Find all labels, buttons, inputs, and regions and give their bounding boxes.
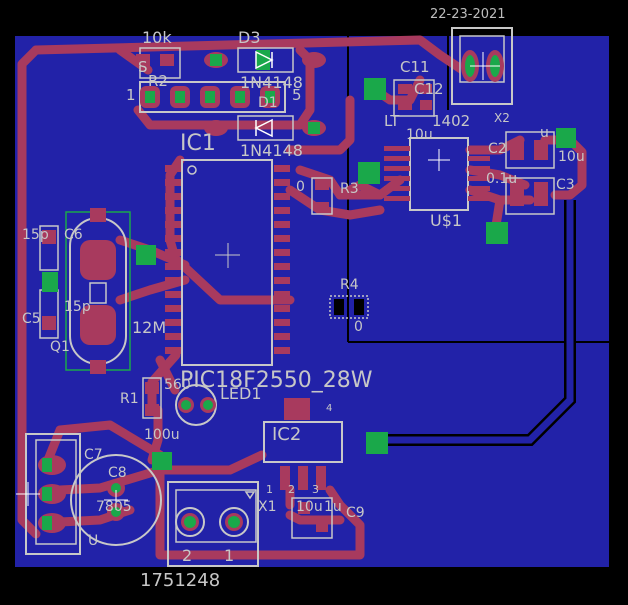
right-trace-inner <box>378 200 574 444</box>
board-date: 22-23-2021 <box>430 7 506 22</box>
label-s: S <box>138 58 148 76</box>
label-r3: R3 <box>340 181 359 197</box>
label-r2: R2 <box>148 72 168 90</box>
label-c11: C11 <box>400 58 430 76</box>
label-x1-part: 1751248 <box>140 570 221 591</box>
label-c8: C8 <box>108 465 127 481</box>
label-lt: LT <box>384 112 400 130</box>
label-c2-value: 0.1u <box>486 171 518 187</box>
label-r1-value: 560 <box>164 377 191 393</box>
left-power-section <box>16 433 162 555</box>
label-1402: 1402 <box>432 112 471 130</box>
label-ic1-part: PIC18F2550_28W <box>180 368 373 393</box>
label-c3-value: 10u <box>558 149 585 165</box>
label-c12: C12 <box>414 80 444 98</box>
u1-soic <box>358 78 508 244</box>
ic1-package <box>165 159 290 366</box>
label-c5: C5 <box>22 311 41 327</box>
label-ic2-pin4: 4 <box>326 403 333 414</box>
x1-terminal <box>167 481 259 567</box>
label-r4-value: 0 <box>354 319 363 335</box>
label-c5-value: 15p <box>64 299 91 315</box>
label-c9-value: 10u <box>296 499 323 515</box>
label-u: U <box>88 533 99 549</box>
label-d1-part: 1N4148 <box>240 141 303 160</box>
caps-c2-c3 <box>505 128 576 215</box>
label-c3: C3 <box>556 177 575 193</box>
label-c6: C6 <box>64 227 83 243</box>
label-10u-top: 10u <box>406 127 433 143</box>
label-d3-part: 1N4148 <box>240 73 303 92</box>
label-ic2-pin1: 1 <box>266 483 273 496</box>
label-q1: Q1 <box>50 339 70 355</box>
label-ic2: IC2 <box>272 424 302 445</box>
ic2-regulator <box>263 398 388 539</box>
label-u1: U$1 <box>430 211 463 230</box>
label-led1: LED1 <box>220 384 262 403</box>
label-c6-value: 15p <box>22 227 49 243</box>
label-c9: C9 <box>346 505 365 521</box>
label-x1-pin1: 1 <box>224 546 235 565</box>
label-12m: 12M <box>132 318 167 337</box>
label-d3: D3 <box>238 28 261 47</box>
label-100u: 100u <box>144 427 180 443</box>
label-r1: R1 <box>120 391 139 407</box>
label-x1: X1 <box>258 499 277 515</box>
copper-pour-edge <box>13 34 611 569</box>
label-u: u <box>540 125 549 141</box>
label-d1: D1 <box>258 95 278 111</box>
label-7805: 7805 <box>96 499 132 515</box>
resistor-network <box>136 47 286 113</box>
label-c10-value: 1u <box>324 499 342 515</box>
x2-header <box>451 27 513 105</box>
label-x2: X2 <box>494 111 510 125</box>
label-10k: 10k <box>142 28 172 47</box>
label-ic2-pin3: 3 <box>312 483 319 496</box>
label-ic2-pin2: 2 <box>288 483 295 496</box>
label-c7: C7 <box>84 447 103 463</box>
diodes <box>204 47 326 141</box>
r1-led <box>142 377 217 470</box>
label-ic1: IC1 <box>180 131 216 156</box>
caps-c5-c6 <box>39 225 156 339</box>
label-pin-1: 1 <box>126 86 136 104</box>
label-pin-5: 5 <box>292 86 302 104</box>
label-r4: R4 <box>340 277 359 293</box>
crystal-q1 <box>65 208 131 374</box>
label-r3-value: 0 <box>296 179 305 195</box>
label-x1-pin2: 2 <box>182 546 193 565</box>
label-c2: C2 <box>488 141 507 157</box>
r3-r4 <box>311 177 369 319</box>
